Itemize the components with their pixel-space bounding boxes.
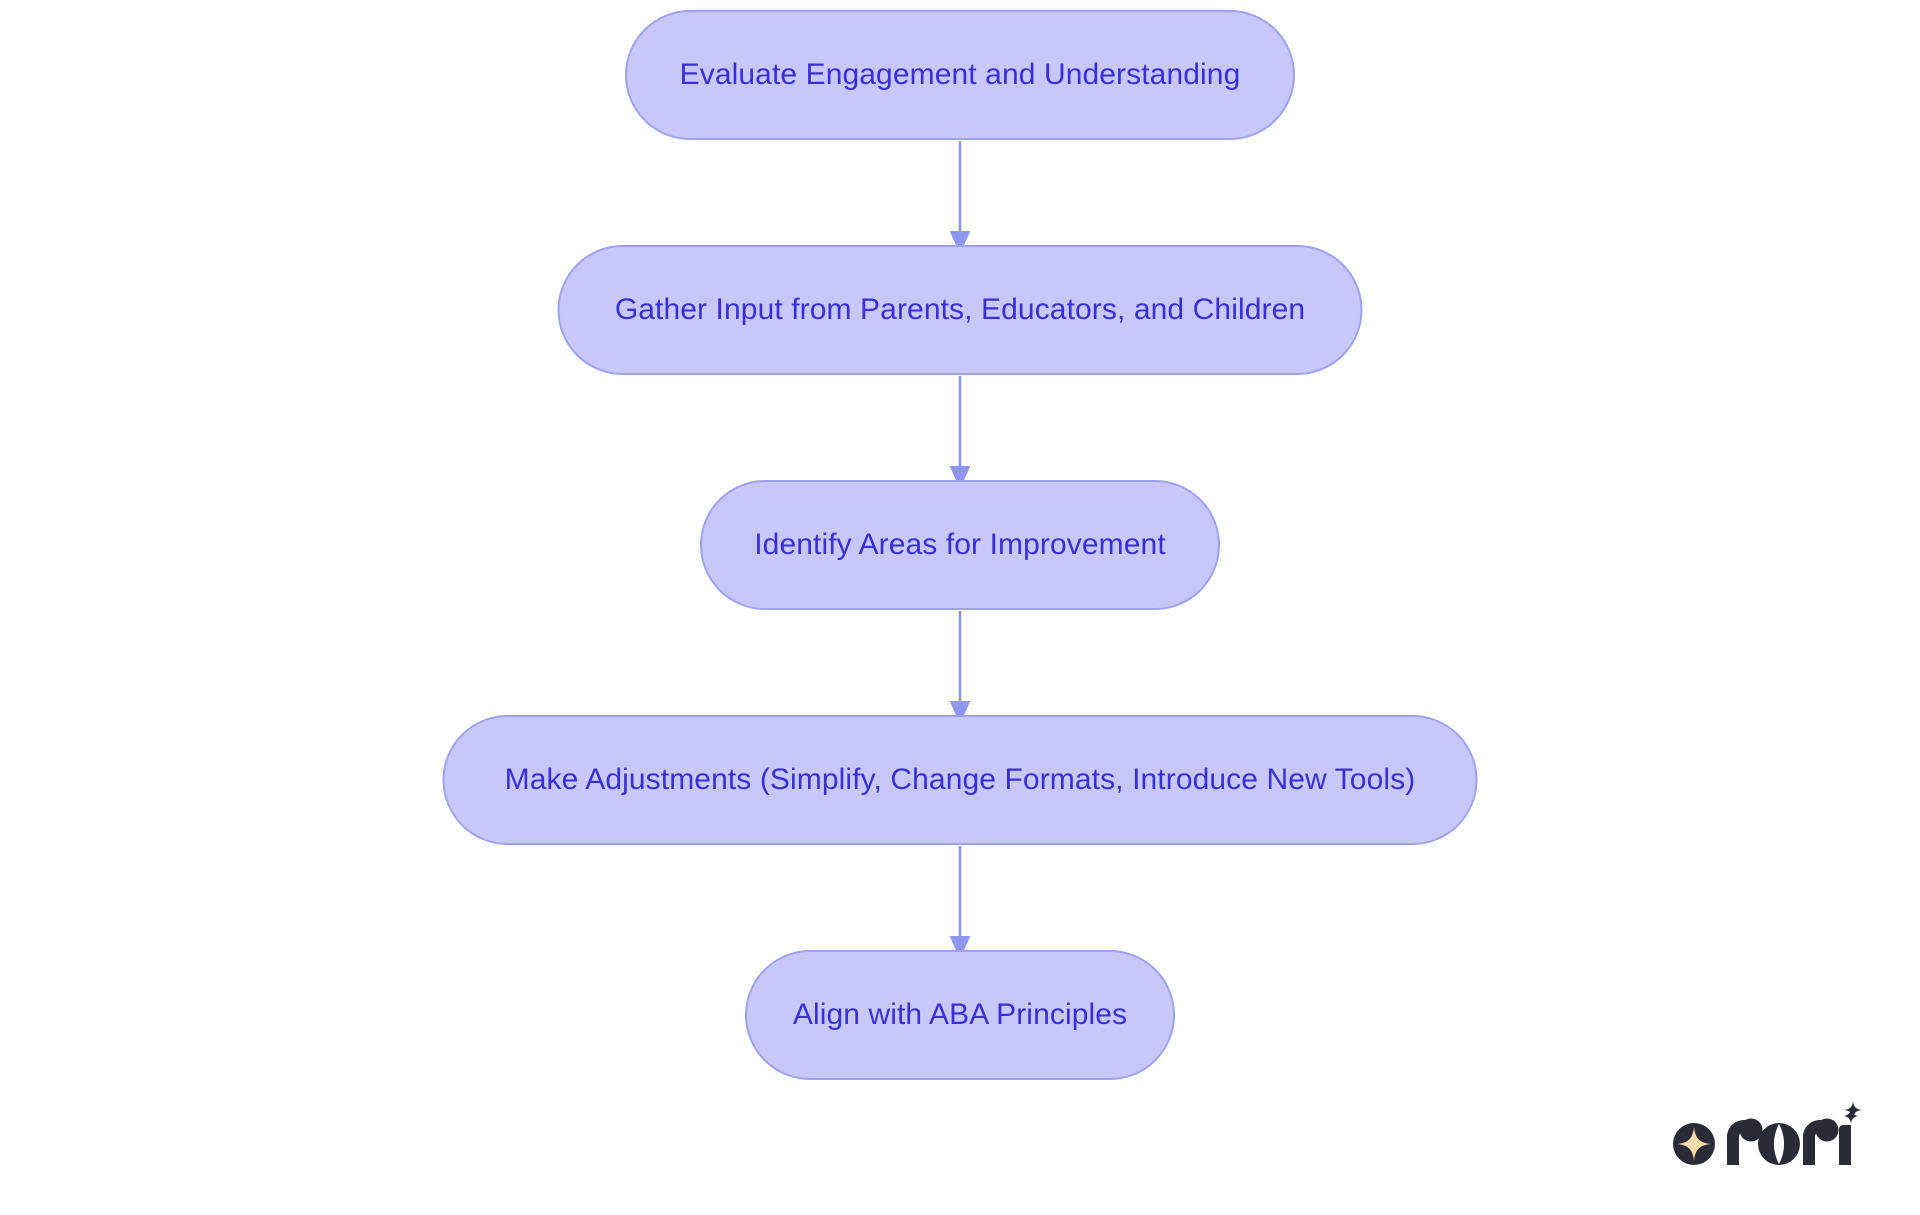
- flow-node-label: Align with ABA Principles: [792, 997, 1128, 1031]
- flow-node-identify-areas[interactable]: Identify Areas for Improvement: [700, 480, 1220, 610]
- flow-node-align-aba-principles[interactable]: Align with ABA Principles: [745, 950, 1175, 1080]
- rori-letter-o: [1758, 1123, 1800, 1165]
- flow-node-evaluate-engagement[interactable]: Evaluate Engagement and Understanding: [625, 10, 1295, 140]
- rori-logo: [1673, 1101, 1862, 1165]
- flow-node-label: Gather Input from Parents, Educators, an…: [614, 292, 1306, 326]
- flow-node-gather-input[interactable]: Gather Input from Parents, Educators, an…: [557, 245, 1363, 375]
- rori-circle-star-icon: [1673, 1123, 1715, 1165]
- flow-node-label: Evaluate Engagement and Understanding: [679, 57, 1241, 91]
- rori-letter-r-2: [1803, 1118, 1839, 1165]
- flow-node-make-adjustments[interactable]: Make Adjustments (Simplify, Change Forma…: [442, 715, 1478, 845]
- rori-letter-i: [1839, 1107, 1858, 1165]
- rori-letter-r-1: [1727, 1118, 1763, 1165]
- flow-node-label: Make Adjustments (Simplify, Change Forma…: [504, 762, 1416, 796]
- flow-node-label: Identify Areas for Improvement: [754, 527, 1166, 561]
- rori-sparkle-icon: [1844, 1101, 1862, 1119]
